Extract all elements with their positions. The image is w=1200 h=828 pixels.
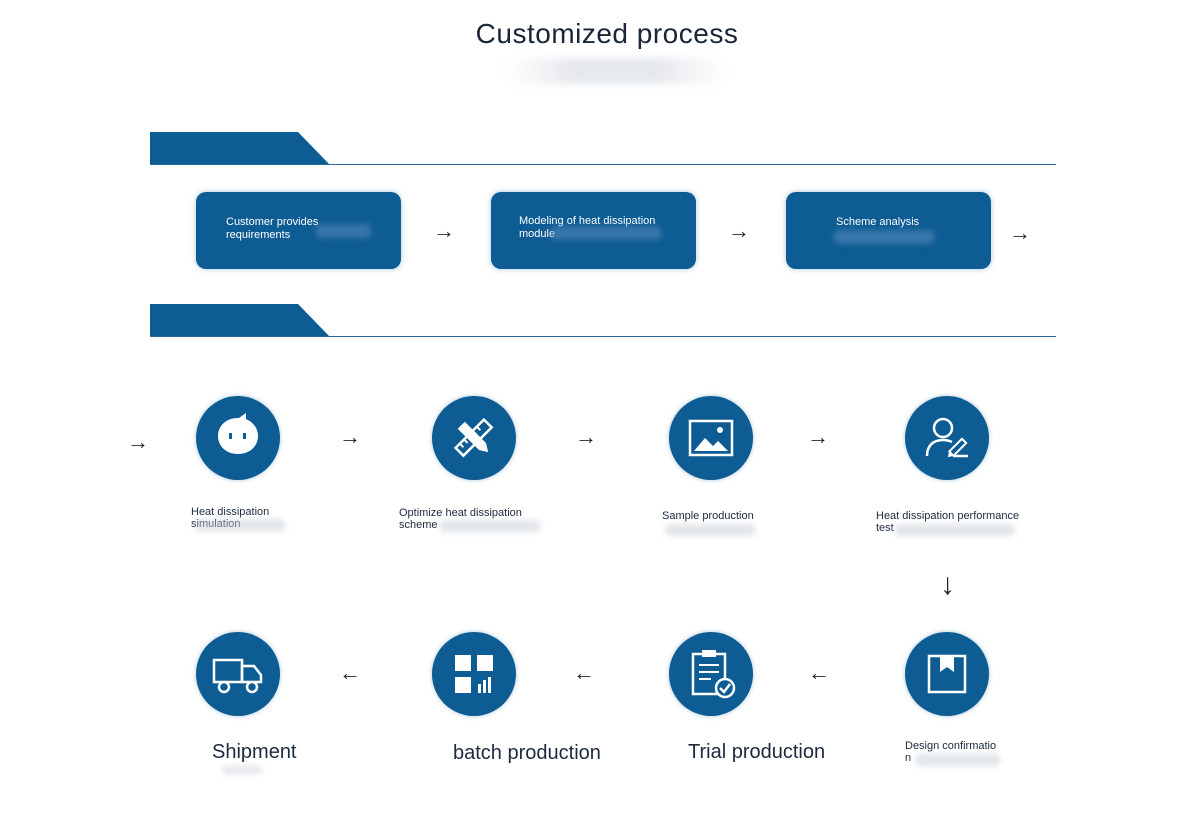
arrow-left-1: ←: [339, 660, 361, 685]
arrow-left-2: ←: [573, 660, 595, 685]
label-trial-production: Trial production: [688, 741, 826, 763]
step-label: Modeling of heat dissipation module: [519, 215, 656, 240]
subtitle-blurred: [505, 58, 725, 84]
arrow-right-entry: →: [127, 429, 149, 454]
arrow-right-5: →: [575, 424, 597, 449]
step-box-modeling: Modeling of heat dissipation module: [491, 192, 696, 269]
label-design-confirmation: Design confirmation: [905, 740, 997, 764]
label-batch-production: batch production: [453, 742, 601, 764]
truck-icon: [212, 658, 263, 694]
label-shipment: Shipment: [212, 741, 297, 763]
step-circle-shipment: [196, 632, 280, 716]
arrow-right-4: →: [339, 424, 361, 449]
user-edit-icon: [925, 417, 968, 458]
label-performance-test: Heat dissipation performance test: [876, 510, 1020, 534]
arrow-right-2: →: [728, 218, 750, 243]
step-label: Scheme analysis: [836, 216, 920, 228]
pencil-ruler-icon: [453, 417, 494, 458]
step-circle-optimize: [432, 396, 516, 480]
arrow-right-3: →: [1009, 220, 1031, 245]
label-optimize-scheme: Optimize heat dissipation scheme: [399, 507, 522, 531]
label-sample-production: Sample production: [662, 510, 754, 522]
chat-bubble-icon: [218, 413, 258, 454]
section-line-2: [150, 336, 1056, 337]
step-box-customer-requirements: Customer provides requirements: [196, 192, 401, 269]
box-icon: [927, 654, 967, 694]
grid-chart-icon: [455, 655, 493, 693]
clipboard-check-icon: [691, 650, 736, 699]
arrow-down: ↓: [940, 568, 955, 601]
section-tab-2: [150, 304, 330, 337]
step-circle-design-confirmation: [905, 632, 989, 716]
step-box-scheme-analysis: Scheme analysis: [786, 192, 991, 269]
section-line-1: [150, 164, 1056, 165]
step-circle-sample: [669, 396, 753, 480]
step-circle-batch: [432, 632, 516, 716]
step-label: Customer provides requirements: [226, 216, 319, 241]
arrow-left-3: ←: [808, 660, 830, 685]
step-circle-simulation: [196, 396, 280, 480]
page-title: Customized process: [475, 18, 739, 49]
step-circle-trial: [669, 632, 753, 716]
section-tab-1: [150, 132, 330, 165]
image-icon: [688, 419, 734, 457]
step-circle-performance-test: [905, 396, 989, 480]
arrow-right-1: →: [433, 218, 455, 243]
arrow-right-6: →: [807, 424, 829, 449]
